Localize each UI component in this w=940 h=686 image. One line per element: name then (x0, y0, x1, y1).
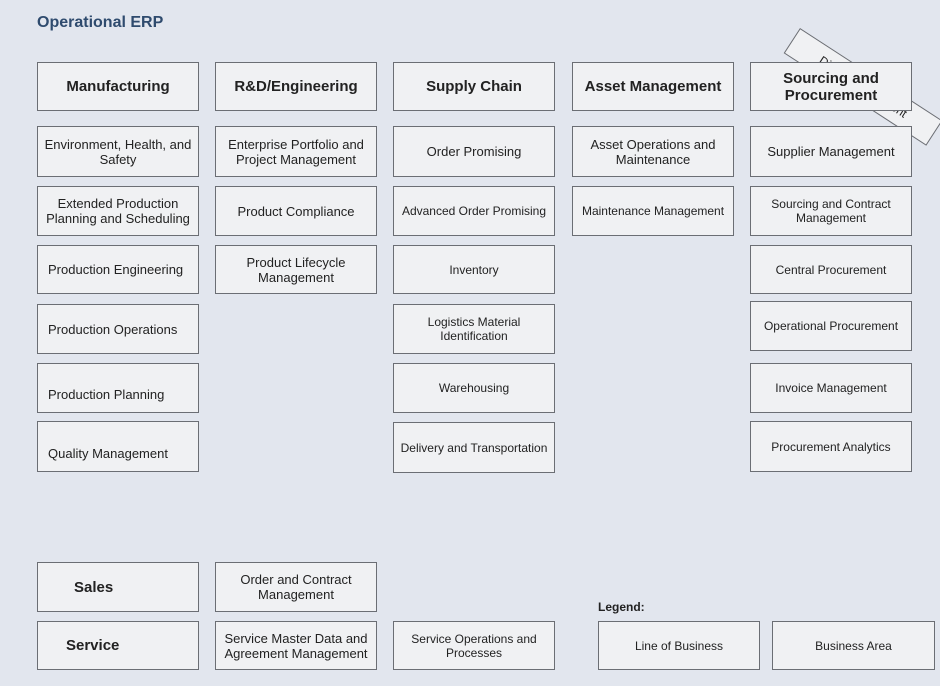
area-production-operations[interactable]: Production Operations (37, 304, 199, 354)
area-sourcing-contract-management[interactable]: Sourcing and Contract Management (750, 186, 912, 236)
area-delivery-transportation[interactable]: Delivery and Transportation (393, 422, 555, 473)
area-supplier-management[interactable]: Supplier Management (750, 126, 912, 177)
lob-sales[interactable]: Sales (37, 562, 199, 612)
area-extended-production-planning[interactable]: Extended Production Planning and Schedul… (37, 186, 199, 236)
legend-business-area: Business Area (772, 621, 935, 670)
lob-asset-management[interactable]: Asset Management (572, 62, 734, 111)
area-ehs[interactable]: Environment, Health, and Safety (37, 126, 199, 177)
area-production-engineering[interactable]: Production Engineering (37, 245, 199, 294)
legend-line-of-business: Line of Business (598, 621, 760, 670)
area-production-planning[interactable]: Production Planning (37, 363, 199, 413)
area-enterprise-portfolio[interactable]: Enterprise Portfolio and Project Managem… (215, 126, 377, 177)
area-order-contract-management[interactable]: Order and Contract Management (215, 562, 377, 612)
area-service-operations[interactable]: Service Operations and Processes (393, 621, 555, 670)
lob-sourcing-procurement[interactable]: Sourcing and Procurement (750, 62, 912, 111)
lob-manufacturing[interactable]: Manufacturing (37, 62, 199, 111)
page-title: Operational ERP (37, 14, 164, 31)
area-asset-operations[interactable]: Asset Operations and Maintenance (572, 126, 734, 177)
area-advanced-order-promising[interactable]: Advanced Order Promising (393, 186, 555, 236)
area-quality-management[interactable]: Quality Management (37, 421, 199, 472)
area-logistics-material-identification[interactable]: Logistics Material Identification (393, 304, 555, 354)
area-maintenance-management[interactable]: Maintenance Management (572, 186, 734, 236)
area-warehousing[interactable]: Warehousing (393, 363, 555, 413)
area-order-promising[interactable]: Order Promising (393, 126, 555, 177)
area-product-compliance[interactable]: Product Compliance (215, 186, 377, 236)
area-product-lifecycle[interactable]: Product Lifecycle Management (215, 245, 377, 294)
area-procurement-analytics[interactable]: Procurement Analytics (750, 421, 912, 472)
area-operational-procurement[interactable]: Operational Procurement (750, 301, 912, 351)
area-service-master-data[interactable]: Service Master Data and Agreement Manage… (215, 621, 377, 670)
area-inventory[interactable]: Inventory (393, 245, 555, 294)
legend-title: Legend: (598, 600, 645, 614)
area-central-procurement[interactable]: Central Procurement (750, 245, 912, 294)
lob-rnd-engineering[interactable]: R&D/Engineering (215, 62, 377, 111)
area-invoice-management[interactable]: Invoice Management (750, 363, 912, 413)
lob-supply-chain[interactable]: Supply Chain (393, 62, 555, 111)
lob-service[interactable]: Service (37, 621, 199, 670)
